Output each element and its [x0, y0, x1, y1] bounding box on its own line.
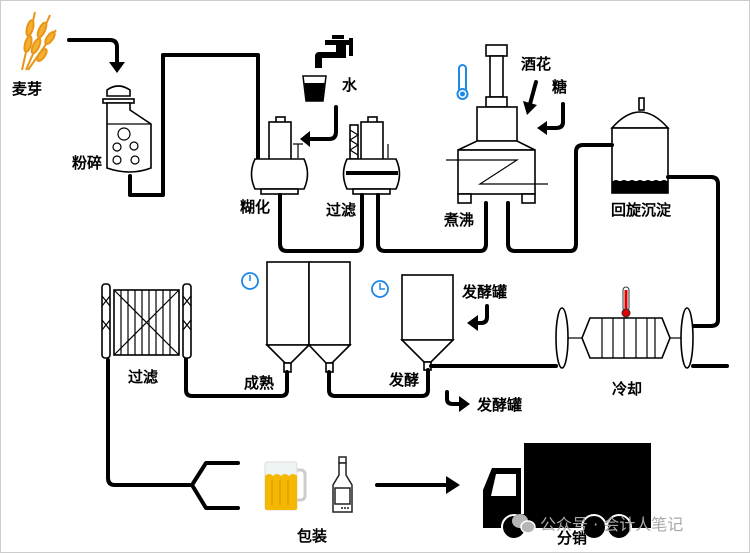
label-sugar: 糖: [552, 78, 567, 96]
arrowhead: [109, 62, 125, 73]
arrowhead: [537, 121, 547, 135]
lauter-tun: [342, 116, 401, 195]
label-fermentation-tank-out: 发酵罐: [476, 396, 522, 414]
tap-icon: [315, 35, 353, 68]
pipe: [184, 354, 289, 398]
bottle-icon: [332, 456, 353, 513]
pipe: [278, 193, 364, 253]
pipe: [666, 175, 720, 328]
arrowhead: [523, 101, 537, 115]
label-fermentation: 发酵: [388, 371, 419, 389]
flow-arrow: [67, 38, 119, 68]
clock-icon: [241, 272, 259, 290]
label-boiling: 煮沸: [443, 211, 474, 229]
label-fermentation-tank-in: 发酵罐: [461, 283, 507, 301]
fermenter-tank: [400, 274, 455, 371]
label-water: 水: [342, 76, 358, 94]
label-whirlpool: 回旋沉淀: [611, 201, 672, 219]
pipe: [128, 53, 260, 197]
thermometer-icon: [621, 286, 631, 318]
label-distribution: 分销: [557, 529, 587, 547]
beer-mug-icon: [264, 461, 307, 511]
label-packaging: 包装: [297, 527, 328, 545]
boil-kettle: [446, 44, 548, 204]
cup-icon: [302, 75, 327, 102]
wheat-icon: [21, 11, 57, 71]
label-hops: 酒花: [521, 55, 551, 73]
pipe-fork: [190, 461, 240, 510]
cooler: [555, 307, 694, 369]
pipe: [376, 193, 488, 253]
flow-arrow: [474, 304, 489, 325]
clock-icon: [371, 280, 389, 298]
arrowhead: [300, 131, 310, 147]
maturation-tanks: [265, 261, 352, 373]
mash-tun: [250, 116, 309, 195]
flow-arrow: [304, 105, 338, 141]
arrowhead: [459, 396, 470, 412]
arrowhead: [446, 476, 460, 494]
label-mashing: 糊化: [240, 198, 270, 216]
pipe: [506, 143, 614, 253]
whirlpool-tank: [610, 97, 670, 194]
label-milling: 粉碎: [72, 154, 102, 172]
label-malt: 麦芽: [12, 80, 42, 98]
flow-arrow: [543, 102, 565, 130]
flow-arrow: [528, 80, 538, 106]
flow-arrow: [445, 390, 462, 406]
pipe: [327, 368, 430, 398]
wechat-icon: [512, 514, 536, 534]
arrowhead: [467, 315, 478, 331]
label-maturation: 成熟: [244, 374, 274, 392]
thermometer-icon: [456, 64, 469, 100]
label-cooling: 冷却: [612, 380, 642, 398]
mill: [102, 85, 152, 173]
truck-icon: [483, 443, 651, 540]
pipe: [106, 358, 192, 487]
filter-press: [101, 283, 192, 359]
watermark: 公众号 · 会计人笔记: [540, 515, 683, 534]
label-lautering: 过滤: [326, 201, 356, 219]
label-filtration: 过滤: [128, 368, 158, 386]
